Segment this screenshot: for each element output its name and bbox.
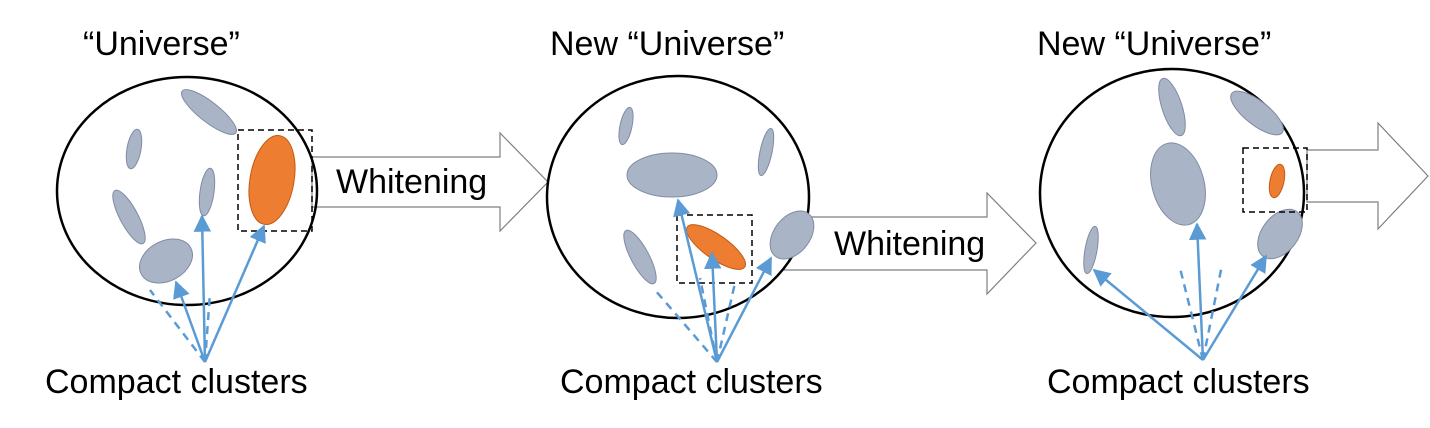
dashed-selection-box xyxy=(237,129,313,232)
arrow-shape xyxy=(311,131,549,233)
cluster-ellipse xyxy=(181,89,237,135)
pointer-arrow xyxy=(203,224,266,363)
cluster-ellipse xyxy=(626,152,718,198)
highlighted-cluster xyxy=(248,135,296,225)
pointer-arrow xyxy=(715,256,773,363)
pointer-arrow xyxy=(1188,222,1207,361)
cluster-ellipse xyxy=(1083,225,1099,275)
pointer-dashed xyxy=(1178,267,1205,361)
panel-2-caption: Compact clusters xyxy=(560,363,823,401)
arrow-1-label: Whitening xyxy=(336,163,487,201)
pointer-arrow xyxy=(703,251,722,363)
panel-2-title: New “Universe” xyxy=(550,25,784,63)
output-arrow-3 xyxy=(1306,121,1429,231)
pointer-arrow xyxy=(1201,254,1268,361)
pointer-dashed xyxy=(1201,264,1224,361)
cluster-ellipse xyxy=(618,106,634,146)
panel-1: “Universe” Whitening Compact clusters xyxy=(45,25,549,401)
pointer-arrow xyxy=(1092,268,1204,361)
panel-3-caption: Compact clusters xyxy=(1047,363,1310,401)
arrow-shape xyxy=(744,191,1037,296)
whitening-arrow-1: Whitening xyxy=(311,131,549,233)
panel-1-caption: Compact clusters xyxy=(45,363,308,401)
pointer-lines xyxy=(149,214,266,363)
panel-3: New “Universe” Compact clusters xyxy=(1037,25,1429,401)
cluster-ellipse xyxy=(125,128,143,170)
dashed-selection-box xyxy=(1242,147,1308,213)
pointer-dashed xyxy=(203,292,212,363)
pointer-dashed xyxy=(654,289,718,363)
panel-1-title: “Universe” xyxy=(83,25,240,63)
highlighted-cluster xyxy=(1268,163,1286,199)
cluster-ellipse xyxy=(112,189,146,245)
cluster-ellipse xyxy=(139,238,193,284)
panel-2: New “Universe” Whitening Compact cluster… xyxy=(545,25,1037,401)
whitening-arrow-2: Whitening xyxy=(744,191,1037,296)
cluster-ellipse xyxy=(1158,77,1186,137)
arrow-shape xyxy=(1306,121,1429,231)
pointer-arrow xyxy=(173,280,207,363)
universe-circle xyxy=(55,75,319,307)
pointer-arrow xyxy=(673,198,719,363)
cluster-ellipse xyxy=(769,210,815,260)
cluster-ellipse xyxy=(623,229,657,285)
panel-3-title: New “Universe” xyxy=(1037,25,1271,63)
cluster-ellipse xyxy=(198,167,216,217)
cluster-ellipse xyxy=(757,127,775,177)
pointer-dashed xyxy=(149,289,206,363)
cluster-ellipse xyxy=(1230,90,1284,136)
pointer-arrow xyxy=(193,214,212,363)
arrow-2-label: Whitening xyxy=(834,225,985,263)
pointer-dashed xyxy=(698,277,719,363)
pointer-lines xyxy=(1092,222,1268,361)
cluster-ellipse xyxy=(1150,142,1206,226)
pointer-lines xyxy=(654,198,773,363)
